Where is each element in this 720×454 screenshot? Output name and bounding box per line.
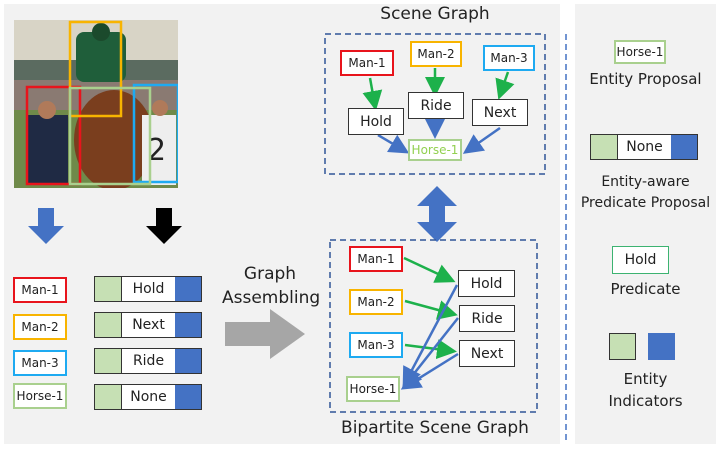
object-indicator [175, 385, 201, 409]
input-photo: 2 [14, 20, 178, 188]
predicate-proposal: Ride [94, 348, 202, 374]
svg-text:2: 2 [147, 133, 166, 168]
legend-indicators-label: Entity Indicators [575, 368, 716, 412]
entity-man-3: Man-3 [13, 350, 67, 376]
blue-down-arrow [28, 208, 64, 244]
black-down-arrow [146, 208, 182, 244]
subject-indicator [95, 313, 122, 337]
sg-man-2: Man-2 [410, 41, 462, 67]
predicate-proposal-label: Ride [122, 349, 175, 373]
object-indicator [175, 313, 201, 337]
legend-blue-indicator [648, 333, 675, 360]
bip-edge-man1-hold [403, 256, 456, 283]
sg-man-3: Man-3 [483, 45, 535, 71]
bip-edge-hold-horse [402, 284, 459, 388]
object-indicator [671, 135, 697, 159]
scene-graph-title: Scene Graph [380, 4, 490, 24]
bbox-man-1 [25, 85, 82, 186]
subject-indicator [591, 135, 618, 159]
bbox-horse-1 [68, 86, 152, 186]
bg-predicate-hold: Hold [458, 270, 515, 297]
sg-predicate-hold: Hold [348, 108, 404, 135]
bip-edge-next-horse [400, 352, 459, 390]
legend-ind-line1: Entity [623, 370, 668, 388]
sg-man-1: Man-1 [340, 50, 394, 76]
predicate-proposal: Hold [94, 276, 202, 302]
object-indicator [175, 277, 201, 301]
legend-green-indicator [609, 333, 636, 360]
bbox-man-2 [68, 20, 123, 118]
bip-edge-man3-next [404, 339, 457, 360]
subject-indicator [95, 349, 122, 373]
bg-predicate-next: Next [459, 340, 515, 367]
subject-indicator [95, 385, 122, 409]
bipartite-graph-border [329, 239, 538, 413]
bg-man-2: Man-2 [349, 289, 403, 315]
graph-assembling-line2: Assembling [222, 288, 321, 308]
legend-predicate-proposal-text: None [618, 135, 671, 159]
double-arrow [417, 186, 457, 242]
edge-next-horse [462, 126, 501, 154]
legend-ind-line2: Indicators [608, 392, 683, 410]
legend-predicate-sample: Hold [612, 246, 669, 274]
bg-man-1: Man-1 [349, 246, 403, 272]
predicate-proposal-label: None [122, 385, 175, 409]
legend-predicate-proposal-sample: None [590, 134, 698, 160]
entity-man-2: Man-2 [13, 314, 67, 340]
photo-illustration: 2 [14, 20, 178, 188]
bg-man-3: Man-3 [349, 332, 403, 358]
graph-assembling-arrow [225, 309, 305, 359]
legend-pp-line2: Predicate Proposal [580, 195, 711, 211]
bipartite-graph-title: Bipartite Scene Graph [341, 418, 529, 438]
edge-man1-hold [362, 77, 383, 111]
edge-hold-horse [377, 133, 410, 154]
legend-panel [575, 4, 716, 444]
edge-man3-next [495, 71, 515, 100]
bbox-man-3 [132, 83, 178, 184]
bg-predicate-ride: Ride [459, 305, 515, 332]
predicate-proposal: Next [94, 312, 202, 338]
entity-horse-1: Horse-1 [13, 383, 67, 409]
legend-predicate-proposal-label: Entity-aware Predicate Proposal [575, 172, 716, 214]
bg-horse-1: Horse-1 [346, 376, 400, 402]
bip-edge-man2-ride [404, 299, 458, 320]
legend-pp-line1: Entity-aware [601, 174, 690, 190]
sg-predicate-ride: Ride [408, 92, 464, 119]
predicate-proposal: None [94, 384, 202, 410]
object-indicator [175, 349, 201, 373]
graph-assembling-line1: Graph [243, 264, 297, 284]
sg-horse-1: Horse-1 [408, 139, 462, 161]
predicate-proposal-label: Next [122, 313, 175, 337]
entity-man-1: Man-1 [13, 277, 67, 303]
legend-predicate-label: Predicate [610, 280, 681, 298]
subject-indicator [95, 277, 122, 301]
scene-graph-border [324, 33, 546, 175]
sg-predicate-next: Next [472, 99, 528, 126]
predicate-proposal-label: Hold [122, 277, 175, 301]
legend-entity-sample: Horse-1 [614, 40, 666, 64]
graph-assembling-label: Graph Assembling [222, 262, 321, 310]
legend-entity-label: Entity Proposal [589, 70, 702, 88]
